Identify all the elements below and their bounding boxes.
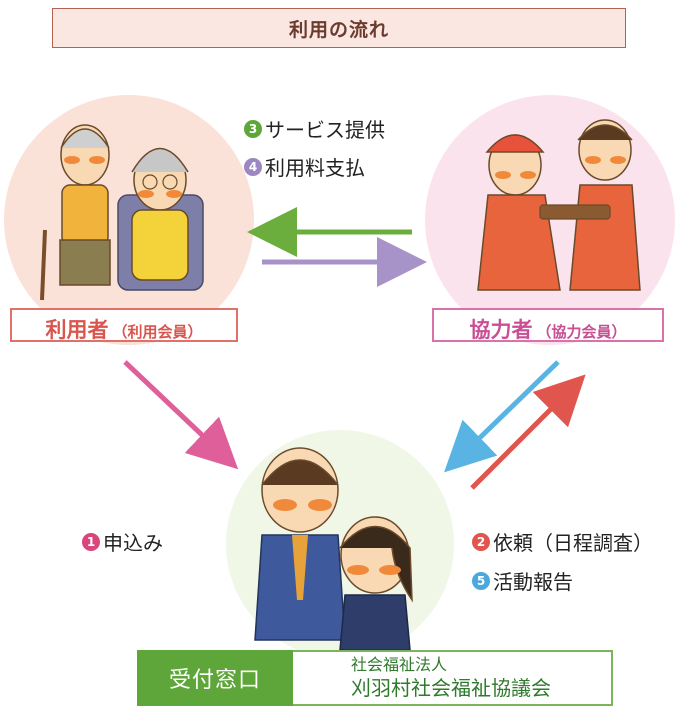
step-5-text: 活動報告 — [493, 570, 573, 594]
helper-role-main: 協力者 — [469, 318, 533, 342]
request-arrow — [470, 374, 586, 490]
step-5-badge: 5 — [472, 571, 490, 590]
helper-role-sub: （協力会員） — [536, 323, 627, 341]
apply-arrow — [123, 360, 239, 470]
organization-title: 刈羽村社会福祉協議会 — [351, 676, 551, 700]
report-arrow — [444, 360, 560, 473]
step-1-text: 申込み — [103, 531, 163, 555]
step-payment: 4 利用料支払 — [244, 152, 365, 181]
elderly-man-figure — [40, 124, 111, 301]
step-2-badge: 2 — [472, 532, 490, 551]
elderly-woman-figure — [117, 147, 204, 291]
user-role-label: 利用者 （利用会員） — [10, 308, 238, 342]
step-3-text: サービス提供 — [265, 118, 385, 142]
step-service: 3 サービス提供 — [244, 114, 385, 143]
helper-woman-figure — [477, 134, 561, 291]
step-2-text: 依頼（日程調査） — [493, 531, 653, 555]
organization-type: 社会福祉法人 — [351, 655, 448, 674]
step-request: 2 依頼（日程調査） — [472, 527, 653, 556]
step-4-badge: 4 — [244, 157, 262, 176]
step-report: 5 活動報告 — [472, 566, 573, 595]
step-3-badge: 3 — [244, 119, 262, 138]
reception-label: 受付窓口 — [137, 650, 293, 706]
page-title: 利用の流れ — [52, 8, 626, 48]
organization-name: 社会福祉法人 刈羽村社会福祉協議会 — [293, 650, 613, 706]
user-role-sub: （利用会員） — [112, 323, 203, 341]
staff-woman-figure — [339, 516, 413, 651]
step-apply: 1 申込み — [82, 527, 163, 556]
step-1-badge: 1 — [82, 532, 100, 551]
helper-man-figure — [539, 119, 641, 291]
user-role-main: 利用者 — [45, 318, 109, 342]
helper-role-label: 協力者 （協力会員） — [432, 308, 664, 342]
step-4-text: 利用料支払 — [265, 156, 365, 180]
